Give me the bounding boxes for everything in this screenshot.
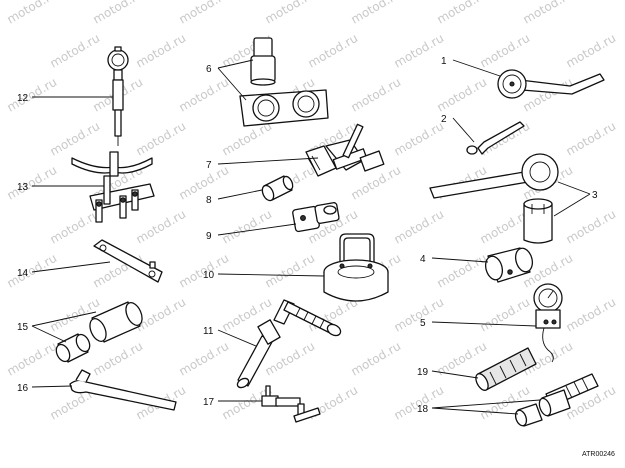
callout-17: 17 (203, 397, 215, 408)
watermark-text: motod.ru (48, 119, 103, 159)
watermark-text: motod.ru (5, 339, 60, 379)
watermark-text: motod.ru (349, 0, 404, 27)
watermark-text: motod.ru (564, 295, 619, 335)
watermark-text: motod.ru (5, 163, 60, 203)
callout-7: 7 (206, 160, 212, 171)
watermark-text: motod.ru (392, 295, 447, 335)
watermark-text: motod.ru (564, 207, 619, 247)
watermark-text: motod.ru (5, 0, 60, 27)
callout-19: 19 (417, 367, 429, 378)
callout-15: 15 (17, 322, 29, 333)
watermark-text: motod.ru (48, 31, 103, 71)
watermark-text: motod.ru (91, 0, 146, 27)
callout-9: 9 (206, 231, 212, 242)
tool-13-puller (71, 151, 155, 223)
watermark-text: motod.ru (564, 31, 619, 71)
callout-2: 2 (441, 114, 447, 125)
callout-3: 3 (592, 190, 598, 201)
tool-19-knurled-rod (475, 347, 537, 391)
watermark-text: motod.ru (392, 383, 447, 423)
watermark-text: motod.ru (177, 339, 232, 379)
callout-1: 1 (441, 56, 447, 67)
tool-9-adaptor (292, 202, 340, 233)
watermark-text: motod.ru (349, 339, 404, 379)
watermark-text: motod.ru (177, 0, 232, 27)
watermark-text: motod.ru (263, 0, 318, 27)
tool-16-hook-spanner (69, 369, 177, 411)
tool-18-bolt-and-sleeves (514, 373, 599, 427)
tool-10-disc-with-handle (323, 233, 389, 302)
tool-8-taper (261, 175, 294, 202)
tool-12-dial-gauge (107, 46, 129, 146)
watermark-text: motod.ru (48, 207, 103, 247)
watermark-text: motod.ru (564, 119, 619, 159)
callout-labels: 12 13 14 15 16 6 7 8 9 10 11 17 1 2 3 4 … (17, 56, 598, 415)
callout-4: 4 (420, 254, 426, 265)
watermark-text: motod.ru (349, 75, 404, 115)
watermark-text: motod.ru (392, 207, 447, 247)
watermark-text: motod.ru (263, 251, 318, 291)
watermark-text: motod.ru (134, 119, 189, 159)
tool-11-crank-handle (236, 299, 342, 389)
watermark-text: motod.ru (478, 119, 533, 159)
watermark-text: motod.ru (91, 339, 146, 379)
tool-14-pin-spanner (93, 239, 163, 283)
callout-12: 12 (17, 93, 29, 104)
watermark-text: motod.ru (306, 31, 361, 71)
watermark-text: motod.ru (521, 0, 576, 27)
watermark-text: motod.ru (349, 163, 404, 203)
callout-6: 6 (206, 64, 212, 75)
watermark-text: motod.ru (435, 0, 490, 27)
tool-15-cylinders (55, 301, 143, 363)
callout-8: 8 (206, 195, 212, 206)
watermark-text: motod.ru (134, 207, 189, 247)
tool-2-thin-rod (466, 121, 525, 155)
callout-18: 18 (417, 404, 429, 415)
tool-1-bent-hook-gauge (497, 69, 605, 99)
callout-16: 16 (17, 383, 29, 394)
callout-14: 14 (17, 268, 29, 279)
watermark-text: motod.ru (435, 251, 490, 291)
callout-10: 10 (203, 270, 215, 281)
watermark-text: motod.ru (392, 31, 447, 71)
tool-7-t-wrench (305, 123, 385, 177)
callout-13: 13 (17, 182, 29, 193)
watermark-text: motod.ru (5, 251, 60, 291)
callout-11: 11 (203, 326, 214, 337)
watermark-text: motod.ru (134, 31, 189, 71)
watermark-text: motod.ru (177, 75, 232, 115)
tool-3-ring-spanner (429, 153, 559, 244)
reference-code: ATR00246 (582, 451, 615, 458)
watermark-text: motod.ru (220, 207, 275, 247)
tool-17-t-pin (261, 385, 321, 423)
watermark-text: motod.ru (392, 119, 447, 159)
watermark-text: motod.ru (435, 75, 490, 115)
watermark-text: motod.ru (5, 75, 60, 115)
tool-6-sleeve-and-plate (239, 37, 329, 127)
tool-5-dial-indicator (533, 283, 563, 363)
watermark-text: motod.ru (478, 31, 533, 71)
tool-4-socket (484, 247, 534, 283)
watermark-text: motod.ru (478, 295, 533, 335)
watermark-text: motod.ru (177, 163, 232, 203)
callout-5: 5 (420, 318, 426, 329)
